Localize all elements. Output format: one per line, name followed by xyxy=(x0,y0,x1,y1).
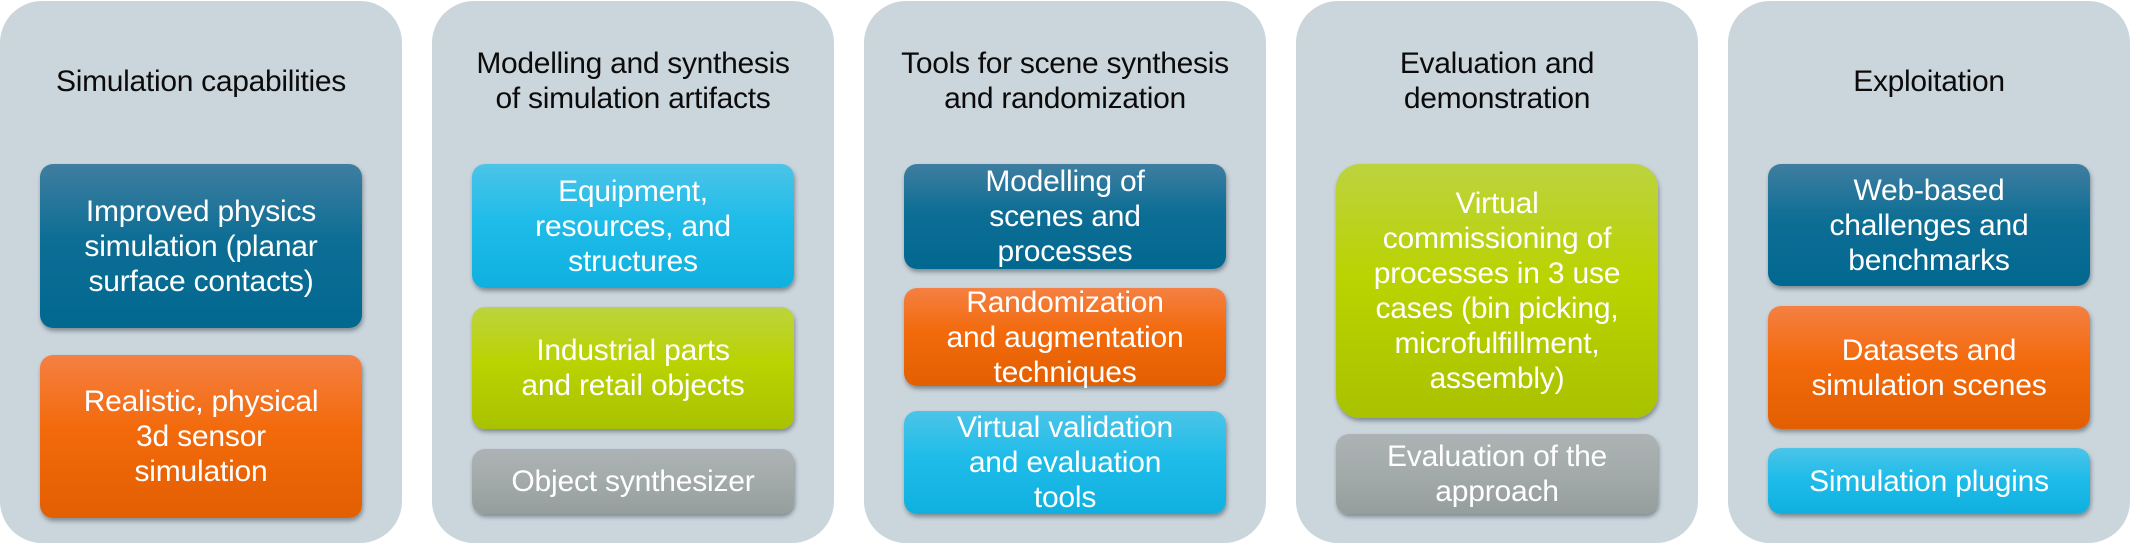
panel-title-line: of simulation artifacts xyxy=(495,82,771,115)
item-label-line: Virtual validation xyxy=(957,411,1173,444)
item-label-line: Realistic, physical xyxy=(83,385,319,418)
item-label-line: Object synthesizer xyxy=(511,465,755,498)
item-label-line: 3d sensor xyxy=(136,420,266,453)
item-box-object-synthesizer: Object synthesizer xyxy=(472,449,794,514)
item-label-line: and retail objects xyxy=(521,369,745,402)
item-label-line: processes xyxy=(997,235,1133,268)
item-label-line: commissioning of xyxy=(1382,222,1612,255)
item-label-line: challenges and xyxy=(1829,208,2029,242)
panel-title-line: Modelling and synthesis xyxy=(476,47,790,80)
panel-title-line: Evaluation and xyxy=(1399,47,1595,80)
panel-title-line: and randomization xyxy=(944,82,1186,115)
item-label-line: Simulation plugins xyxy=(1809,464,2049,498)
item-label-line: Evaluation of the xyxy=(1386,440,1608,473)
item-label-line: assembly) xyxy=(1429,362,1565,395)
item-label-line: Datasets and xyxy=(1841,333,2017,367)
item-label-line: Web-based xyxy=(1853,173,2005,207)
panel-title-line: Exploitation xyxy=(1853,64,2005,98)
item-label-line: Randomization xyxy=(966,285,1164,319)
item-label-line: cases (bin picking, xyxy=(1375,292,1619,325)
item-label-line: Virtual xyxy=(1455,187,1539,220)
item-label-line: approach xyxy=(1435,475,1559,508)
panel-title: Simulation capabilities xyxy=(0,41,402,121)
item-label-line: Industrial parts xyxy=(536,334,730,367)
item-label-line: simulation xyxy=(134,455,268,488)
item-label-line: and evaluation xyxy=(968,446,1162,479)
item-label-line: resources, and xyxy=(535,209,731,243)
item-label-line: Equipment, xyxy=(558,174,708,208)
item-label-line: surface contacts) xyxy=(88,264,314,298)
panel-title: Exploitation xyxy=(1728,41,2130,121)
item-label-line: techniques xyxy=(993,355,1137,389)
item-label-line: microfulfillment, xyxy=(1394,327,1600,360)
item-label-line: benchmarks xyxy=(1848,243,2010,277)
item-box-simulation-plugins: Simulation plugins xyxy=(1768,448,2090,514)
panel-title-line: demonstration xyxy=(1403,82,1591,115)
item-label-line: tools xyxy=(1033,481,1097,514)
item-label-line: processes in 3 use xyxy=(1373,257,1621,290)
item-label-line: simulation (planar xyxy=(84,229,318,263)
item-label-line: simulation scenes xyxy=(1811,368,2047,402)
item-label-line: structures xyxy=(568,244,698,278)
item-label-line: Modelling of xyxy=(985,165,1145,198)
item-label-line: Improved physics xyxy=(85,194,317,228)
panel-title-line: Simulation capabilities xyxy=(56,64,346,98)
item-label-line: and augmentation xyxy=(946,320,1184,354)
panel-title-line: Tools for scene synthesis xyxy=(901,47,1229,80)
item-label-line: scenes and xyxy=(989,200,1141,233)
